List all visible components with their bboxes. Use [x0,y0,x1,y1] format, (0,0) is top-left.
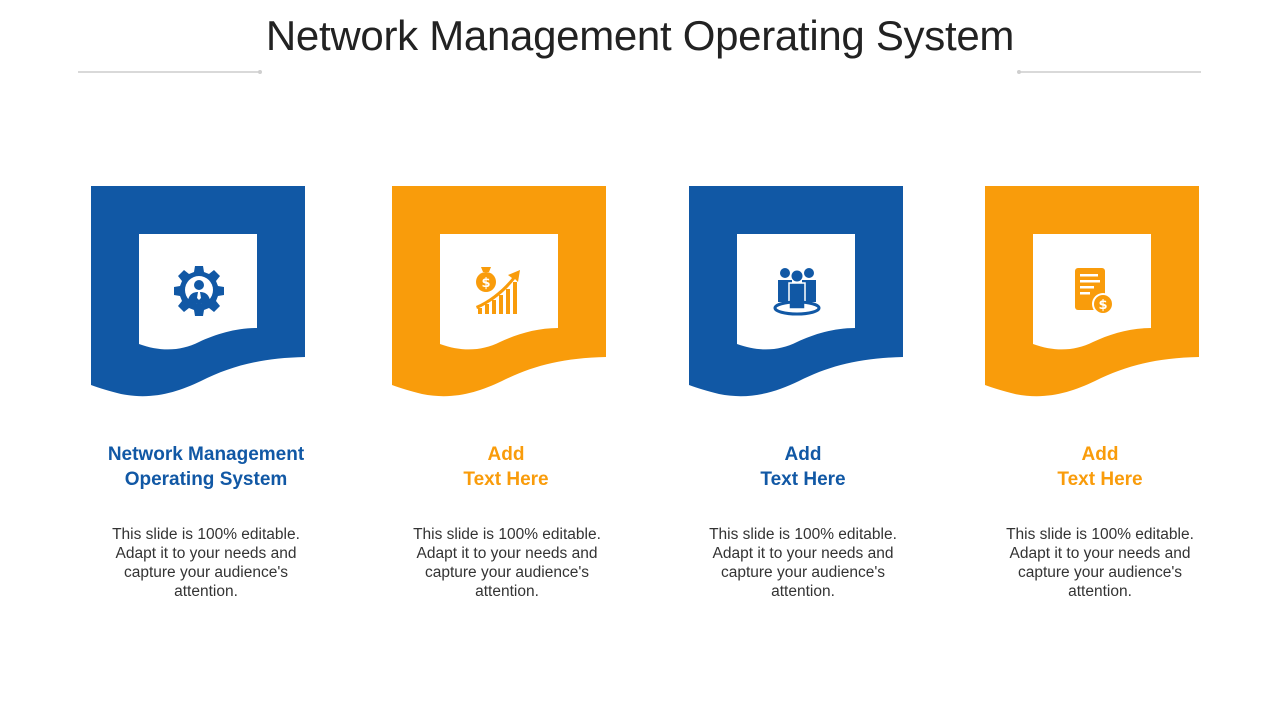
card-2: $ [392,186,608,400]
divider-dot [1017,70,1021,74]
card-3-heading: Add Text Here [760,444,846,490]
title-divider-right [1017,70,1201,74]
slide-title: Network Management Operating System [265,12,1015,59]
card-2-description: This slide is 100% editable. Adapt it to… [413,526,601,600]
divider-dot [258,70,262,74]
svg-text:$: $ [1098,298,1107,313]
card-1-heading: Network Management Operating System [107,444,305,490]
team-group-icon [773,268,821,316]
card-1 [91,186,307,400]
card-3 [689,186,905,400]
card-2-heading: Add Text Here [463,444,549,490]
card-4-description: This slide is 100% editable. Adapt it to… [1006,526,1194,600]
card-4: $ [985,186,1201,400]
svg-text:$: $ [481,276,490,291]
invoice-dollar-icon: $ [1075,268,1114,315]
card-3-description: This slide is 100% editable. Adapt it to… [709,526,897,600]
card-1-description: This slide is 100% editable. Adapt it to… [112,526,300,600]
card-4-heading: Add Text Here [1057,444,1143,490]
money-bag-growth-chart-icon: $ [476,267,520,314]
gear-person-icon [174,266,224,316]
title-divider-left [78,70,262,74]
